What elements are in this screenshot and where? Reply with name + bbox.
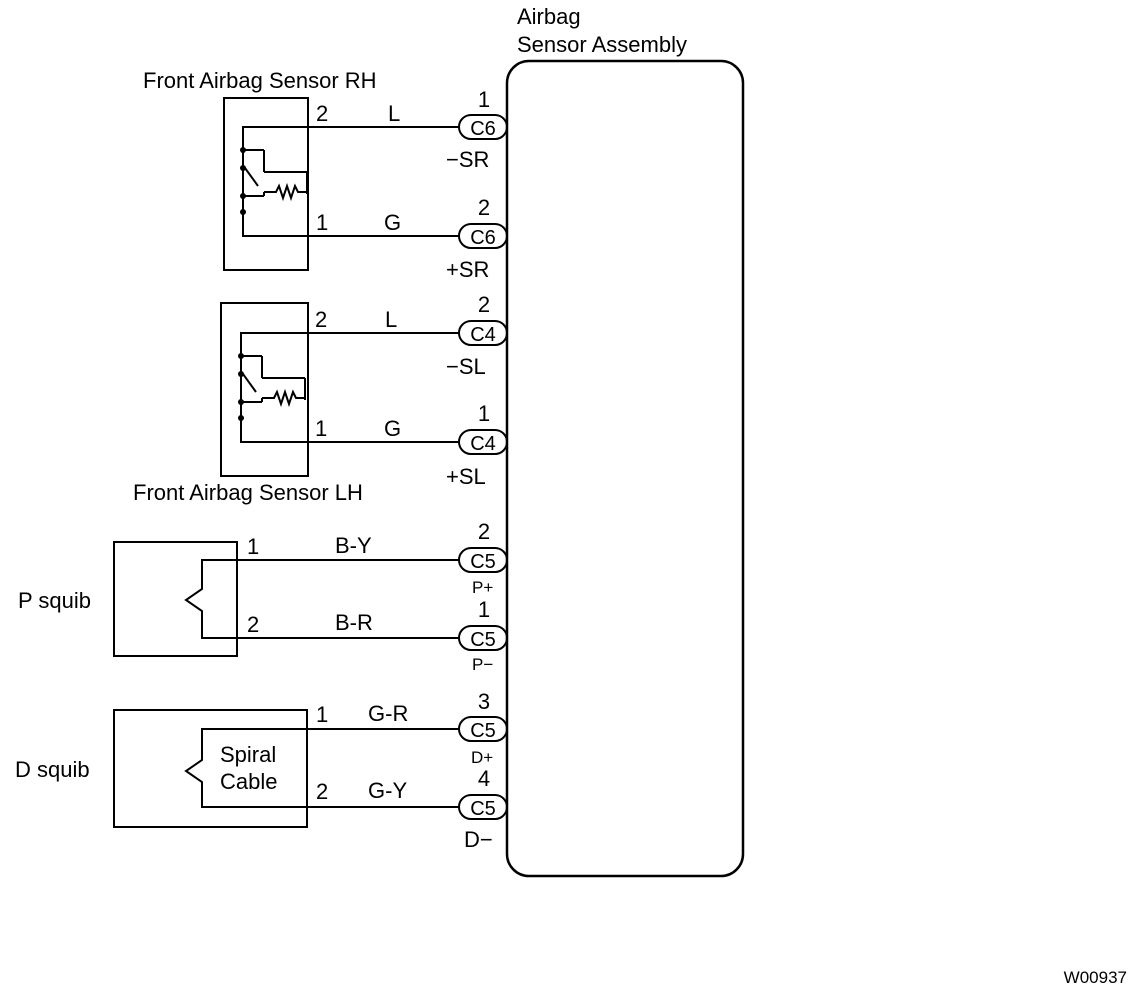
svg-text:C4: C4 <box>470 324 496 346</box>
d-squib-element <box>184 728 459 808</box>
signal-p-minus: P− <box>472 655 493 674</box>
svg-text:C5: C5 <box>470 551 496 573</box>
spiral-cable-line2: Cable <box>220 769 277 794</box>
svg-text:C6: C6 <box>470 118 496 140</box>
assembly-title-line1: Airbag <box>517 4 581 29</box>
c6-bot-pin-number: 2 <box>478 195 490 220</box>
c4-top-pin-number: 2 <box>478 292 490 317</box>
sensor-lh-top-pin: 2 <box>315 307 327 332</box>
spiral-cable-line1: Spiral <box>220 742 276 767</box>
d-squib-label: D squib <box>15 757 90 782</box>
p-squib-bot-pin: 2 <box>247 612 259 637</box>
svg-text:C6: C6 <box>470 227 496 249</box>
signal-minus-sl: −SL <box>446 354 486 379</box>
sensor-rh-top-pin: 2 <box>316 101 328 126</box>
c5-d-bot-pin-number: 4 <box>478 766 490 791</box>
connector-c6-pin1: C6 <box>458 114 508 140</box>
connector-c4-pin1: C4 <box>458 429 508 455</box>
connector-c6-pin2: C6 <box>458 223 508 249</box>
sensor-lh-bot-pin: 1 <box>315 416 327 441</box>
d-squib-top-pin: 1 <box>316 702 328 727</box>
p-squib-box <box>113 541 238 657</box>
connector-c5-pin1: C5 <box>458 625 508 651</box>
connector-c5-pin4: C5 <box>458 794 508 820</box>
d-squib-box <box>113 709 308 828</box>
connector-c4-pin2: C4 <box>458 320 508 346</box>
sensor-lh-box <box>220 302 309 477</box>
p-squib-top-wire-color: B-Y <box>335 533 372 558</box>
c5-p-top-pin-number: 2 <box>478 519 490 544</box>
p-squib-element <box>184 559 459 639</box>
sensor-lh-label: Front Airbag Sensor LH <box>133 480 363 505</box>
sensor-lh-switch-circuit <box>238 332 459 443</box>
sensor-rh-switch-circuit <box>240 126 459 237</box>
signal-plus-sr: +SR <box>446 257 489 282</box>
svg-text:C5: C5 <box>470 798 496 820</box>
c4-bot-pin-number: 1 <box>478 401 490 426</box>
d-squib-bot-wire-color: G-Y <box>368 778 407 803</box>
sensor-lh-bot-wire-color: G <box>384 416 401 441</box>
d-squib-bot-pin: 2 <box>316 779 328 804</box>
c6-top-pin-number: 1 <box>478 87 490 112</box>
svg-text:C5: C5 <box>470 629 496 651</box>
figure-id: W00937 <box>1064 968 1127 987</box>
sensor-rh-bot-pin: 1 <box>316 210 328 235</box>
signal-d-plus: D+ <box>471 748 493 767</box>
p-squib-top-pin: 1 <box>247 534 259 559</box>
svg-text:C4: C4 <box>470 433 496 455</box>
p-squib-bot-wire-color: B-R <box>335 610 373 635</box>
signal-plus-sl: +SL <box>446 464 486 489</box>
airbag-sensor-assembly-box <box>505 59 745 878</box>
connector-c5-pin2: C5 <box>458 547 508 573</box>
connector-c5-pin3: C5 <box>458 716 508 742</box>
p-squib-label: P squib <box>18 588 91 613</box>
d-squib-top-wire-color: G-R <box>368 701 408 726</box>
signal-p-plus: P+ <box>472 578 493 597</box>
signal-minus-sr: −SR <box>446 147 489 172</box>
c5-p-bot-pin-number: 1 <box>478 597 490 622</box>
svg-text:C5: C5 <box>470 720 496 742</box>
sensor-rh-box <box>223 97 309 271</box>
sensor-rh-label: Front Airbag Sensor RH <box>143 68 377 93</box>
signal-d-minus: D− <box>464 827 493 852</box>
assembly-title-line2: Sensor Assembly <box>517 32 687 57</box>
sensor-lh-top-wire-color: L <box>385 307 397 332</box>
sensor-rh-top-wire-color: L <box>388 101 400 126</box>
sensor-rh-bot-wire-color: G <box>384 210 401 235</box>
c5-d-top-pin-number: 3 <box>478 689 490 714</box>
